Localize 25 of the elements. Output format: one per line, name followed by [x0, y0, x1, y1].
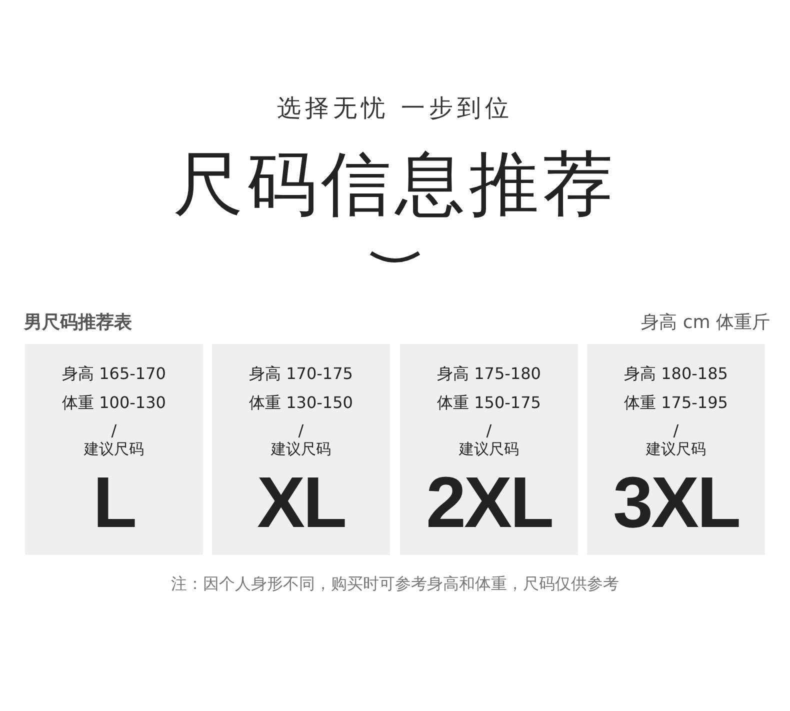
height-range: 身高 180-185 [623, 364, 729, 385]
weight-range: 体重 100-130 [61, 393, 167, 414]
title: 尺码信息推荐 [172, 142, 618, 227]
size-letter: 3XL [612, 462, 740, 544]
footnote: 注：因个人身形不同，购买时可参考身高和体重，尺码仅供参考 [170, 574, 620, 595]
size-letter: L [92, 462, 136, 544]
size-caption: 建议尺码 [82, 440, 145, 459]
separator: / [485, 421, 493, 440]
separator: / [672, 421, 680, 440]
table-heading: 男尺码推荐表 [24, 311, 132, 334]
height-range: 身高 170-175 [248, 364, 354, 385]
separator: / [297, 421, 305, 440]
weight-range: 体重 150-175 [436, 393, 542, 414]
weight-range: 体重 175-195 [623, 393, 729, 414]
size-caption: 建议尺码 [458, 440, 520, 459]
size-letter: 2XL [424, 462, 554, 544]
height-range: 身高 175-180 [436, 364, 542, 385]
unit-note: 身高 cm 体重斤 [641, 311, 770, 334]
size-caption: 建议尺码 [270, 440, 332, 459]
separator: / [110, 421, 118, 440]
weight-range: 体重 130-150 [248, 393, 354, 414]
size-letter: XL [256, 462, 346, 544]
size-caption: 建议尺码 [644, 440, 707, 459]
height-range: 身高 165-170 [61, 364, 167, 385]
subtitle: 选择无忧 一步到位 [276, 93, 514, 124]
